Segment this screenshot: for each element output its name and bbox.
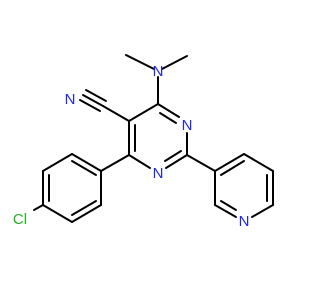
bond-aryl-cl: [33, 204, 44, 211]
bond-n1-c2: [165, 154, 188, 169]
bond-nitrile-3: [85, 89, 107, 102]
dimethylamino-nitrogen-label: N: [153, 63, 164, 80]
bond-c6-n1: [128, 154, 151, 169]
bond-aryl-5: [42, 153, 73, 172]
bond-pyr-5: [214, 204, 237, 218]
structure-canvas: N N N N N Cl: [12, 54, 274, 230]
bond-aryl-3: [42, 204, 73, 223]
nitrile-nitrogen-label: N: [65, 91, 76, 108]
bond-c2-pyridyl: [186, 154, 216, 172]
bond-pyr-1-double: [220, 160, 245, 176]
chlorine-label: Cl: [13, 211, 27, 228]
pyridine-nitrogen-label: N: [239, 213, 250, 230]
molecule-structure: N N N N N Cl: [13, 54, 274, 230]
bond-nitrile-1: [82, 94, 104, 107]
bond-c4-c5: [128, 103, 159, 122]
bond-pyr-2: [243, 153, 274, 172]
pyrimidine-nitrogen-lower-label: N: [153, 165, 164, 182]
pyrimidine-nitrogen-upper-label: N: [182, 117, 193, 134]
bond-methyl-left: [125, 54, 155, 70]
bond-nitrile-2: [79, 99, 101, 112]
bond-aryl-6-double: [71, 160, 97, 176]
bond-c5-cn: [102, 105, 130, 122]
bond-n1-c2-double: [164, 150, 182, 162]
bond-pyr-1: [214, 153, 245, 172]
bond-methyl-right: [161, 55, 188, 70]
bond-pyr-4: [251, 204, 274, 218]
bond-aryl-2: [71, 204, 102, 223]
bond-n3-c4-double: [159, 112, 177, 124]
bond-c6-aryl: [100, 154, 130, 172]
bond-n3-c4: [157, 103, 180, 118]
bond-aryl-6: [71, 153, 102, 172]
bond-aryl-2-double: [71, 200, 97, 216]
bond-pyr-5-double: [220, 200, 237, 211]
